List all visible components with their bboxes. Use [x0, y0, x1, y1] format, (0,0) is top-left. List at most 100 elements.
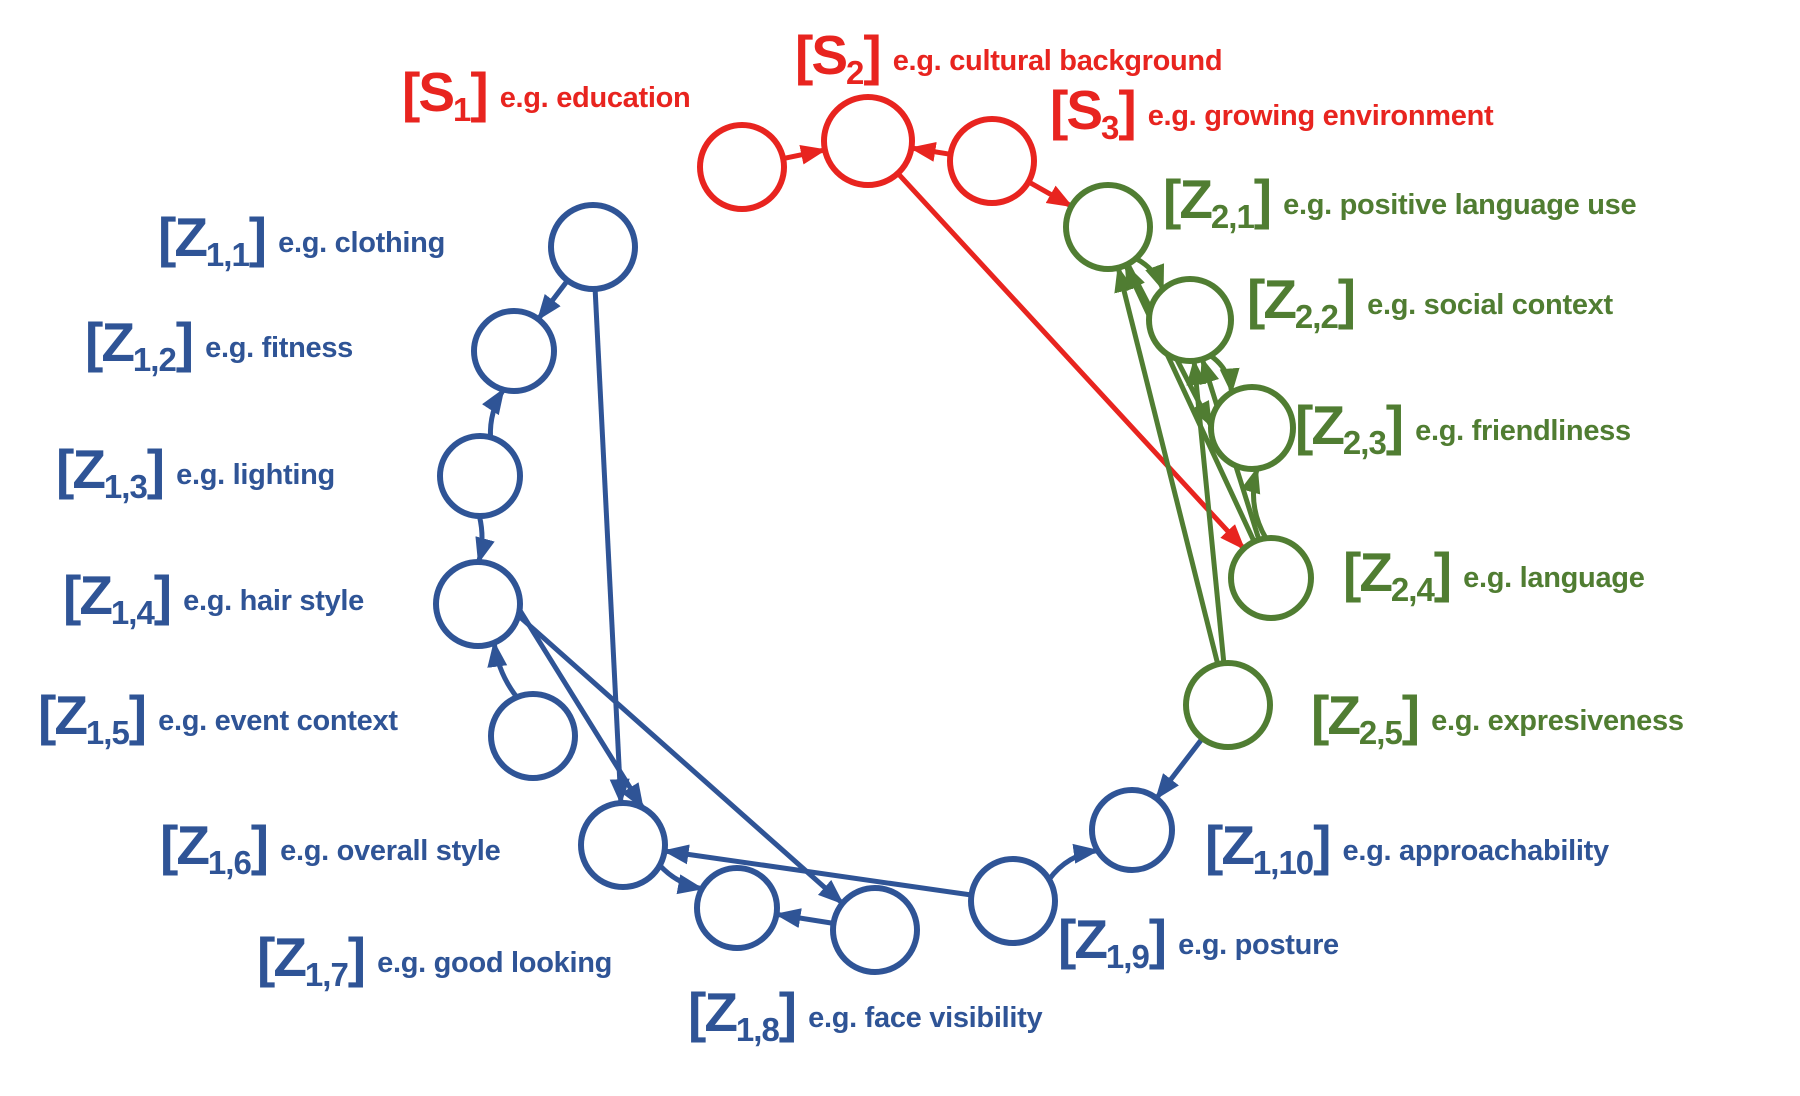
node-subscript-z23: 2,3 — [1342, 423, 1387, 461]
node-id-z110: [Z1,10] — [1205, 814, 1331, 881]
node-label-z11: [Z1,1]e.g. clothing — [158, 210, 445, 271]
edge-z25-to-z110 — [1154, 736, 1205, 800]
edge-z11-to-z12 — [536, 278, 570, 321]
edge-z19-to-z110 — [1047, 843, 1100, 881]
node-label-z15: [Z1,5]e.g. event context — [38, 688, 398, 749]
node-circle-z15 — [488, 691, 578, 781]
node-label-z25: [Z2,5]e.g. expresiveness — [1311, 688, 1684, 749]
node-subscript-z11: 1,1 — [205, 235, 250, 273]
edge-z18-to-z17 — [774, 908, 834, 928]
node-description-z22: e.g. social context — [1367, 288, 1613, 321]
node-id-s1: [S1] — [402, 61, 489, 128]
node-circle-z22 — [1146, 276, 1234, 364]
node-description-z12: e.g. fitness — [205, 331, 354, 364]
node-subscript-z12: 1,2 — [132, 340, 177, 378]
node-subscript-z22: 2,2 — [1294, 297, 1339, 335]
node-description-z17: e.g. good looking — [377, 946, 613, 979]
node-circle-z110 — [1089, 787, 1175, 873]
node-description-z16: e.g. overall style — [280, 834, 501, 867]
node-label-z13: [Z1,3]e.g. lighting — [56, 442, 335, 503]
node-circle-z12 — [471, 308, 557, 394]
node-id-z17: [Z1,7] — [257, 926, 366, 993]
node-circle-s2 — [821, 94, 915, 188]
node-description-z25: e.g. expresiveness — [1431, 704, 1684, 737]
node-id-s3: [S3] — [1050, 79, 1137, 146]
node-description-s1: e.g. education — [499, 81, 691, 114]
node-id-z21: [Z2,1] — [1163, 168, 1272, 235]
node-circle-z25 — [1183, 660, 1273, 750]
node-subscript-s2: 2 — [846, 53, 864, 91]
edge-z24-to-z23 — [1240, 466, 1269, 540]
node-circle-z14 — [433, 559, 523, 649]
edge-z13-to-z14 — [475, 515, 495, 564]
node-id-z23: [Z2,3] — [1295, 394, 1404, 461]
node-subscript-z19: 1,9 — [1105, 937, 1150, 975]
node-label-z14: [Z1,4]e.g. hair style — [63, 568, 364, 629]
node-id-z16: [Z1,6] — [160, 814, 269, 881]
node-circle-z23 — [1208, 384, 1296, 472]
node-circle-z19 — [968, 856, 1058, 946]
node-id-z22: [Z2,2] — [1247, 268, 1356, 335]
node-subscript-s3: 3 — [1101, 108, 1119, 146]
node-subscript-s1: 1 — [453, 90, 471, 128]
node-description-s3: e.g. growing environment — [1147, 99, 1494, 132]
edge-s1-to-s2 — [782, 144, 827, 165]
edge-z13-to-z12 — [482, 387, 506, 438]
edge-z14-to-z16 — [517, 608, 645, 810]
edge-z21-to-z22 — [1134, 256, 1166, 292]
node-id-z13: [Z1,3] — [56, 438, 165, 505]
node-label-z18: [Z1,8] e.g. face visibility — [688, 981, 1043, 1048]
node-circle-z13 — [437, 433, 523, 519]
node-description-z11: e.g. clothing — [278, 226, 445, 259]
node-description-z18: e.g. face visibility — [808, 1001, 1043, 1034]
node-label-z17: [Z1,7]e.g. good looking — [257, 930, 612, 991]
edge-z25-to-z21 — [1114, 265, 1221, 665]
node-label-s3: [S3] e.g. growing environment — [1050, 79, 1494, 146]
node-description-s2: e.g. cultural background — [892, 44, 1223, 77]
node-description-z13: e.g. lighting — [176, 458, 335, 491]
node-description-z19: e.g. posture — [1178, 928, 1339, 961]
node-subscript-z16: 1,6 — [207, 843, 252, 881]
node-subscript-z21: 2,1 — [1210, 197, 1255, 235]
node-label-s2: [S2] e.g. cultural background — [795, 24, 1223, 91]
node-id-z14: [Z1,4] — [63, 564, 172, 631]
node-id-z18: [Z1,8] — [688, 981, 797, 1048]
edge-z11-to-z16 — [592, 288, 630, 806]
node-subscript-z25: 2,5 — [1358, 713, 1403, 751]
node-subscript-z24: 2,4 — [1390, 570, 1435, 608]
edge-z16-to-z17 — [657, 863, 704, 895]
node-circle-z18 — [830, 885, 920, 975]
node-circle-z17 — [694, 865, 780, 951]
node-description-z110: e.g. approachability — [1342, 834, 1609, 867]
node-id-z12: [Z1,2] — [85, 311, 194, 378]
node-label-z19: [Z1,9]e.g. posture — [1058, 912, 1339, 973]
node-id-z15: [Z1,5] — [38, 684, 147, 751]
node-label-z24: [Z2,4]e.g. language — [1343, 545, 1645, 606]
node-label-z12: [Z1,2]e.g. fitness — [85, 315, 353, 376]
node-id-s2: [S2] — [795, 24, 882, 91]
node-subscript-z110: 1,10 — [1252, 843, 1314, 881]
edge-z19-to-z16 — [662, 844, 972, 898]
node-circle-z11 — [548, 202, 638, 292]
node-circle-z16 — [578, 800, 668, 890]
node-description-z14: e.g. hair style — [183, 584, 364, 617]
node-subscript-z13: 1,3 — [103, 467, 148, 505]
edge-s3-to-z21 — [1027, 179, 1074, 209]
node-label-z23: [Z2,3]e.g. friendliness — [1295, 398, 1631, 459]
edge-z14-to-z18 — [516, 613, 845, 906]
node-description-z23: e.g. friendliness — [1415, 414, 1631, 447]
node-label-z16: [Z1,6] e.g. overall style — [160, 814, 501, 881]
node-description-z24: e.g. language — [1463, 561, 1645, 594]
node-label-z21: [Z2,1] e.g. positive language use — [1163, 168, 1637, 235]
edge-z15-to-z14 — [487, 640, 519, 699]
node-id-z25: [Z2,5] — [1311, 684, 1420, 751]
node-id-z11: [Z1,1] — [158, 206, 267, 273]
node-label-s1: [S1] e.g. education — [402, 61, 691, 128]
edge-s2-to-z24 — [895, 171, 1246, 551]
node-circle-z21 — [1063, 182, 1153, 272]
node-description-z15: e.g. event context — [158, 704, 398, 737]
node-subscript-z18: 1,8 — [735, 1010, 780, 1048]
node-description-z21: e.g. positive language use — [1283, 188, 1637, 221]
